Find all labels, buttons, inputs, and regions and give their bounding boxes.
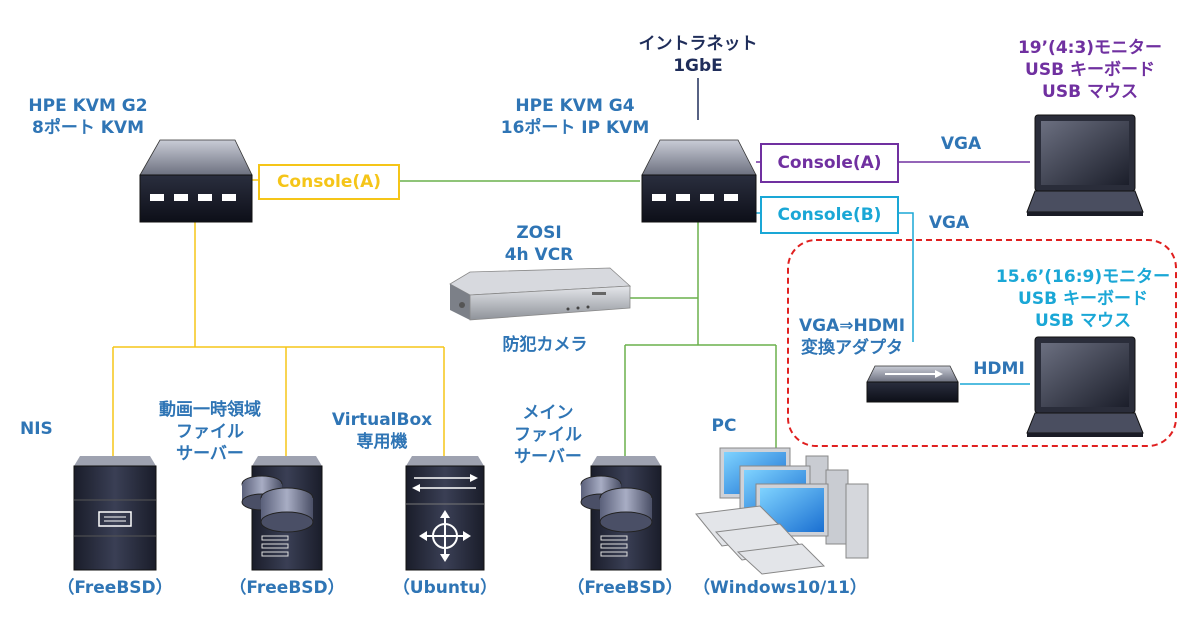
- adapter-zone: [787, 239, 1177, 447]
- monitor2-label-line1: 15.6’(16:9)モニター: [995, 267, 1171, 287]
- temp-server: [241, 456, 323, 571]
- main-server-label-line1: メイン: [522, 403, 574, 423]
- vga-a-label: VGA: [940, 134, 982, 154]
- green-wires: [398, 180, 777, 456]
- main-server-label-line3: サーバー: [514, 447, 582, 467]
- nis-server: [73, 456, 157, 571]
- vbox-label-line1: VirtualBox: [331, 410, 433, 430]
- camera-label: 防犯カメラ: [502, 335, 588, 355]
- pc-group: [695, 447, 869, 575]
- kvm-g4-label: HPE KVM G4 16ポート IP KVM: [493, 95, 657, 139]
- console-g2-port: Console(A): [258, 164, 400, 200]
- main-server-label: メイン ファイル サーバー: [500, 402, 596, 468]
- laptop-1: [1026, 114, 1144, 216]
- vcr-label: ZOSI 4h VCR: [494, 222, 584, 266]
- vcr-label-line2: 4h VCR: [504, 245, 574, 265]
- vbox-os: （Ubuntu）: [392, 578, 498, 598]
- monitor2-label-line3: USB マウス: [1035, 311, 1131, 331]
- temp-server-os: （FreeBSD）: [229, 578, 345, 598]
- vcr-label-line1: ZOSI: [516, 223, 562, 243]
- kvm-g2-label-line1: HPE KVM G2: [28, 96, 148, 116]
- laptop-2: [1026, 336, 1144, 437]
- pc-title: PC: [711, 416, 737, 436]
- adapter-label-line2: 変換アダプタ: [801, 338, 903, 358]
- monitor2-label: 15.6’(16:9)モニター USB キーボード USB マウス: [990, 266, 1176, 332]
- temp-server-label-line1: 動画一時領域: [159, 400, 261, 420]
- console-b-port: Console(B): [760, 196, 899, 234]
- monitor1-label-line1: 19’(4:3)モニター: [1017, 38, 1163, 58]
- adapter-device: [866, 365, 959, 403]
- nis-title: NIS: [20, 419, 53, 439]
- console-a-port: Console(A): [760, 143, 899, 183]
- temp-server-label-line3: サーバー: [176, 444, 244, 464]
- monitor1-label: 19’(4:3)モニター USB キーボード USB マウス: [1000, 37, 1180, 103]
- main-server: [580, 456, 662, 571]
- intranet-label-line2: 1GbE: [673, 56, 723, 76]
- monitor1-label-line2: USB キーボード: [1025, 60, 1155, 80]
- kvm-g2-device: [139, 139, 253, 223]
- vga-b-label: VGA: [928, 213, 970, 233]
- monitor1-label-line3: USB マウス: [1042, 82, 1138, 102]
- adapter-label: VGA⇒HDMI 変換アダプタ: [790, 315, 914, 359]
- nis-os: （FreeBSD）: [57, 578, 173, 598]
- cyan-wires: [756, 212, 1030, 385]
- adapter-label-line1: VGA⇒HDMI: [798, 316, 906, 336]
- kvm-g4-label-line1: HPE KVM G4: [515, 96, 635, 116]
- vbox-server: [405, 456, 485, 571]
- intranet-label-line1: イントラネット: [638, 34, 758, 54]
- vbox-label-line2: 専用機: [356, 432, 408, 452]
- temp-server-label-line2: ファイル: [176, 422, 244, 442]
- monitor2-label-line2: USB キーボード: [1018, 289, 1148, 309]
- kvm-g4-label-line2: 16ポート IP KVM: [500, 118, 650, 138]
- kvm-g2-label-line2: 8ポート KVM: [32, 118, 144, 138]
- intranet-label: イントラネット 1GbE: [620, 33, 776, 77]
- vcr-device: [449, 267, 631, 321]
- pc-os: （Windows10/11）: [693, 578, 867, 598]
- kvm-g2-label: HPE KVM G2 8ポート KVM: [18, 95, 158, 139]
- hdmi-label: HDMI: [973, 359, 1025, 379]
- vbox-label: VirtualBox 専用機: [320, 409, 444, 453]
- temp-server-label: 動画一時領域 ファイル サーバー: [140, 399, 280, 465]
- main-server-label-line2: ファイル: [514, 425, 582, 445]
- main-server-os: （FreeBSD）: [567, 578, 683, 598]
- kvm-g4-device: [641, 139, 757, 223]
